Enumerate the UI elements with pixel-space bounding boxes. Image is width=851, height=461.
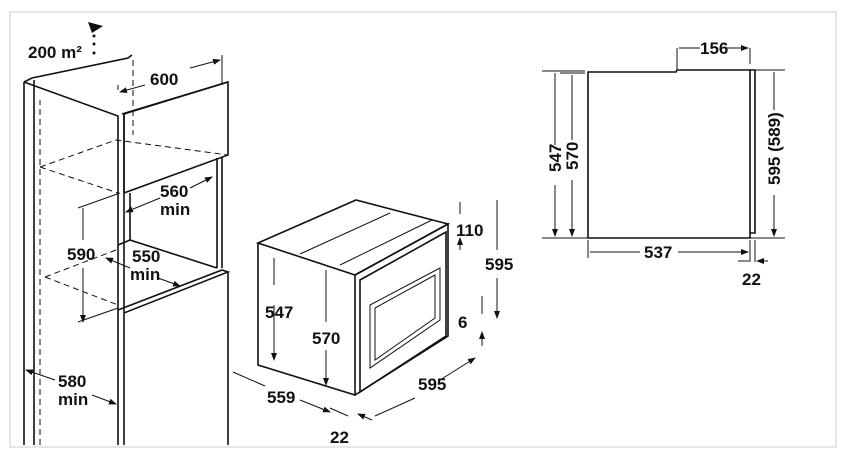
depth-label: 550 xyxy=(132,247,160,266)
niche-height-label: 590 xyxy=(67,245,95,264)
niche-width-label: 600 xyxy=(150,70,178,89)
oven-depth-label: 559 xyxy=(267,388,295,407)
oven-door-depth-label: 22 xyxy=(330,428,349,447)
oven-3d xyxy=(255,199,451,397)
oven-top-offset-label: 110 xyxy=(456,221,483,240)
oven-bottom-offset-label: 6 xyxy=(458,313,467,332)
side-body-height-label: 547 xyxy=(546,144,565,172)
ventilation-label: 200 m² xyxy=(28,43,82,62)
ventilation-arrow xyxy=(88,22,103,55)
side-total-height-label: 595 (589) xyxy=(765,112,784,185)
inner-width-label: 560 xyxy=(160,182,188,201)
side-top-step-label: 156 xyxy=(700,39,728,58)
oven-total-height-label: 595 xyxy=(485,255,513,274)
oven-width-label: 595 xyxy=(418,375,446,394)
oven-body-height-label: 547 xyxy=(265,303,293,322)
side-front-height-label: 570 xyxy=(563,142,582,170)
niche-cabinet xyxy=(23,54,231,445)
frame xyxy=(9,11,837,448)
oven-side-view xyxy=(542,48,785,239)
depth-unit: min xyxy=(130,265,160,284)
cabinet-depth-label: 580 xyxy=(58,372,86,391)
inner-width-unit: min xyxy=(160,200,190,219)
side-depth-label: 537 xyxy=(644,243,672,262)
oven-front-height-label: 570 xyxy=(312,329,340,348)
cabinet-depth-unit: min xyxy=(58,390,88,409)
side-door-depth-label: 22 xyxy=(742,270,761,289)
